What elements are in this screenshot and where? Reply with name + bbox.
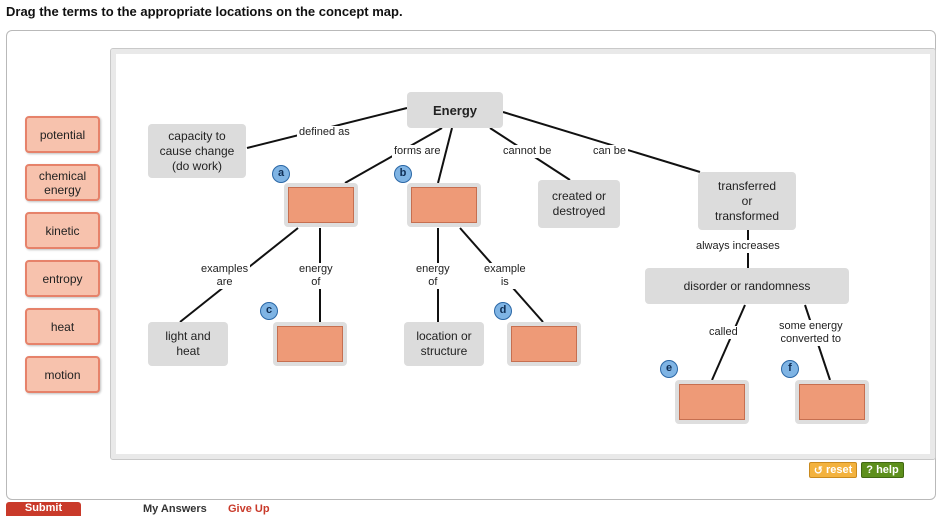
drop-target-f[interactable]	[795, 380, 869, 424]
term-potential[interactable]: potential	[25, 116, 100, 153]
node-transferred: transferred or transformed	[698, 172, 796, 230]
link-example-is: example is	[482, 263, 528, 289]
help-label: help	[876, 464, 899, 476]
link-energy-of: energy of	[297, 263, 335, 289]
help-button[interactable]: ? help	[861, 462, 904, 478]
link-some-energy-converted-to: some energy converted to	[777, 320, 845, 346]
node-light-heat: light and heat	[148, 322, 228, 366]
badge-e: e	[660, 360, 678, 378]
drop-target-b[interactable]	[407, 183, 481, 227]
instructions: Drag the terms to the appropriate locati…	[6, 4, 403, 19]
link-called: called	[707, 326, 740, 339]
term-entropy[interactable]: entropy	[25, 260, 100, 297]
drop-target-c[interactable]	[273, 322, 347, 366]
link-energy-of: energy of	[414, 263, 452, 289]
question-icon: ?	[866, 464, 877, 476]
node-energy: Energy	[407, 92, 503, 128]
drop-target-e[interactable]	[675, 380, 749, 424]
badge-f: f	[781, 360, 799, 378]
badge-c: c	[260, 302, 278, 320]
drop-target-d[interactable]	[507, 322, 581, 366]
term-kinetic[interactable]: kinetic	[25, 212, 100, 249]
drop-slot[interactable]	[411, 187, 477, 223]
link-defined-as: defined as	[297, 126, 352, 139]
drop-target-a[interactable]	[284, 183, 358, 227]
node-created-destroyed: created or destroyed	[538, 180, 620, 228]
term-heat[interactable]: heat	[25, 308, 100, 345]
drop-slot[interactable]	[799, 384, 865, 420]
badge-d: d	[494, 302, 512, 320]
link-cannot-be: cannot be	[501, 145, 554, 158]
reset-label: reset	[825, 464, 853, 476]
link-always-increases: always increases	[694, 240, 782, 253]
my-answers-link[interactable]: My Answers	[143, 503, 207, 515]
term-motion[interactable]: motion	[25, 356, 100, 393]
drop-slot[interactable]	[511, 326, 577, 362]
give-up-link[interactable]: Give Up	[228, 503, 270, 515]
badge-a: a	[272, 165, 290, 183]
link-examples-are: examples are	[199, 263, 251, 289]
submit-button[interactable]: Submit	[6, 502, 81, 516]
drop-slot[interactable]	[679, 384, 745, 420]
drop-slot[interactable]	[288, 187, 354, 223]
reset-icon: ↺	[813, 464, 826, 477]
node-disorder: disorder or randomness	[645, 268, 849, 304]
node-location-structure: location or structure	[404, 322, 484, 366]
node-capacity: capacity to cause change (do work)	[148, 124, 246, 178]
link-can-be: can be	[591, 145, 629, 158]
badge-b: b	[394, 165, 412, 183]
term-chemical-energy[interactable]: chemical energy	[25, 164, 100, 201]
drop-slot[interactable]	[277, 326, 343, 362]
link-forms-are: forms are	[392, 145, 443, 158]
reset-button[interactable]: ↺ reset	[809, 462, 857, 478]
